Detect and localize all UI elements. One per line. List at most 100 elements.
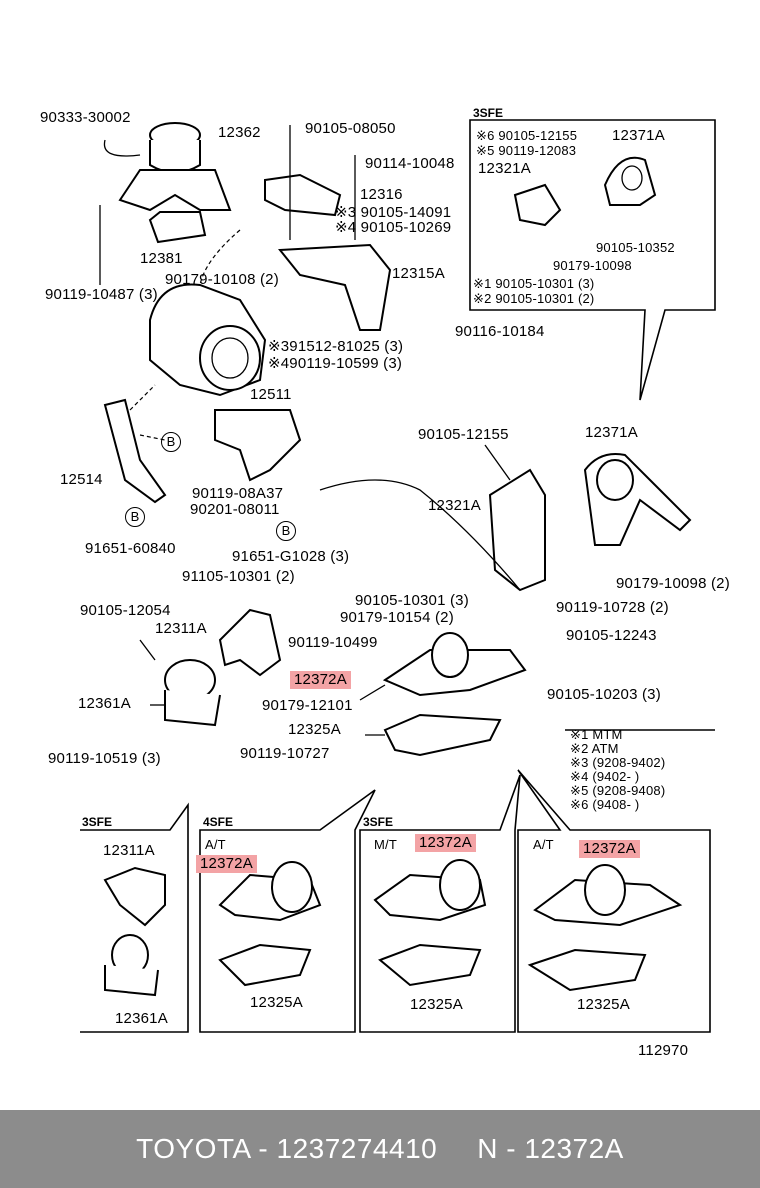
legend-item-1: ※1 MTM: [570, 727, 623, 742]
panel-2-12325a: [218, 943, 312, 987]
bracket-12315a-drawing: [278, 243, 392, 331]
bracket-12321a-drawing: [488, 468, 546, 592]
panel-4-12372a: [533, 864, 683, 927]
label-90119-08a37: 90119-08A37: [192, 485, 284, 502]
panel-2-frame: [199, 789, 376, 1033]
inset-12371a-drawing: [603, 156, 657, 206]
footer-part-number: TOYOTA - 1237274410: [136, 1133, 438, 1164]
label-90119-10519: 90119-10519 (3): [48, 750, 161, 767]
bracket-12325a-drawing: [383, 713, 502, 757]
diagram-reference-number: 112970: [638, 1042, 689, 1059]
label-90333: 90333-30002: [40, 109, 131, 126]
label-90116: 90116-10184: [455, 323, 545, 340]
label-note3-91512: ※391512-81025 (3): [268, 338, 404, 355]
label-91105: 91105-10301 (2): [182, 568, 295, 585]
label-12381: 12381: [140, 250, 183, 267]
label-90179-10108: 90179-10108 (2): [165, 271, 279, 288]
panel-2-label-12372a-highlight: 12372A: [196, 855, 257, 873]
label-12361a: 12361A: [78, 695, 131, 712]
legend-item-3: ※3 (9208-9402): [570, 755, 666, 770]
footer-bar: TOYOTA - 1237274410 N - 12372A: [0, 1110, 760, 1188]
b-marker-3: B: [276, 521, 296, 541]
mount-12361a-drawing: [164, 659, 221, 727]
inset-title: 3SFE: [473, 106, 504, 120]
label-90179-10098: 90179-10098 (2): [616, 575, 730, 592]
label-12321a: 12321A: [428, 497, 481, 514]
label-90119-10499: 90119-10499: [288, 634, 378, 651]
inset-label-90179-10098: 90179-10098: [553, 258, 632, 273]
panel-3-engine: 3SFE: [363, 815, 394, 829]
inset-label-12371a: 12371A: [612, 127, 665, 144]
b-marker-1: B: [161, 432, 181, 452]
inset-note5: ※5 90119-12083: [476, 143, 577, 158]
panel-1-label-b: 12361A: [115, 1010, 168, 1027]
label-90119-10487: 90119-10487 (3): [45, 286, 158, 303]
panel-2-engine: 4SFE: [203, 815, 234, 829]
label-12371a: 12371A: [585, 424, 638, 441]
label-note4-90105-10269: ※4 90105-10269: [335, 219, 452, 236]
label-note4-90119-10599: ※490119-10599 (3): [268, 355, 403, 372]
inset-label-12321a: 12321A: [478, 160, 531, 177]
b-marker-2: B: [125, 507, 145, 527]
mount-12372a-drawing: [382, 632, 527, 697]
label-90179-12101: 90179-12101: [262, 697, 353, 714]
panel-2-label-b: 12325A: [250, 994, 303, 1011]
label-12316: 12316: [360, 186, 403, 203]
label-90179-10154: 90179-10154 (2): [340, 609, 454, 626]
panel-3-frame: [359, 774, 521, 1033]
panel-3-label-12372a-highlight: 12372A: [415, 834, 476, 852]
label-90105-10203: 90105-10203 (3): [547, 686, 661, 703]
diagram-drawing: [80, 119, 716, 1033]
bracket-12311a-drawing: [218, 608, 282, 677]
inset-note1: ※1 90105-10301 (3): [473, 276, 595, 291]
parts-diagram: [80, 119, 716, 1033]
label-90105-08050: 90105-08050: [305, 120, 396, 137]
panel-3-trans: M/T: [374, 837, 397, 852]
label-note3-90105-14091: ※3 90105-14091: [335, 204, 452, 221]
label-12372a-highlight: 12372A: [290, 671, 351, 689]
bracket-12316-drawing: [264, 173, 342, 217]
panel-2-12372a: [218, 861, 322, 922]
panel-4-trans: A/T: [533, 837, 554, 852]
mount-12362-drawing: [103, 122, 232, 212]
footer-catalog-number: N - 12372A: [477, 1133, 624, 1164]
panel-1-12361a: [104, 934, 159, 997]
label-90105-12243: 90105-12243: [566, 627, 657, 644]
panel-1-label-a: 12311A: [103, 842, 155, 859]
label-90119-10727: 90119-10727: [240, 745, 330, 762]
legend-item-6: ※6 (9408- ): [570, 797, 640, 812]
label-12325a: 12325A: [288, 721, 341, 738]
inset-note6: ※6 90105-12155: [476, 128, 578, 143]
label-91651-g1028: 91651-G1028 (3): [232, 548, 350, 565]
label-12511: 12511: [250, 386, 292, 403]
transmission-drawing: [149, 283, 267, 397]
label-12311a: 12311A: [155, 620, 207, 637]
inset-note2: ※2 90105-10301 (2): [473, 291, 595, 306]
label-90105-10301: 90105-10301 (3): [355, 592, 469, 609]
panel-1-engine: 3SFE: [82, 815, 113, 829]
label-91651-60840: 91651-60840: [85, 540, 176, 557]
inset-3sfe-frame: [469, 119, 716, 401]
panel-4-frame: [517, 769, 711, 1033]
legend-item-5: ※5 (9208-9408): [570, 783, 666, 798]
bracket-12511-drawing: [214, 409, 302, 482]
panel-1-frame: [80, 802, 189, 1033]
panel-3-12325a: [378, 943, 482, 987]
panel-4-label-b: 12325A: [577, 996, 630, 1013]
label-90201: 90201-08011: [190, 501, 280, 518]
inset-12321a-drawing: [513, 183, 562, 227]
label-12315a: 12315A: [392, 265, 445, 282]
panel-4-label-12372a-highlight: 12372A: [579, 840, 640, 858]
inset-label-90105-10352: 90105-10352: [596, 240, 675, 255]
panel-4-12325a: [527, 948, 647, 992]
label-90105-12155: 90105-12155: [418, 426, 509, 443]
label-12514: 12514: [60, 471, 103, 488]
label-90114: 90114-10048: [365, 155, 455, 172]
label-90105-12054: 90105-12054: [80, 602, 171, 619]
mount-12381-drawing: [148, 211, 207, 244]
panel-3-label-b: 12325A: [410, 996, 463, 1013]
label-12362: 12362: [218, 124, 261, 141]
panel-2-trans: A/T: [205, 837, 226, 852]
mount-12371a-drawing: [583, 453, 692, 546]
label-90119-10728: 90119-10728 (2): [556, 599, 669, 616]
